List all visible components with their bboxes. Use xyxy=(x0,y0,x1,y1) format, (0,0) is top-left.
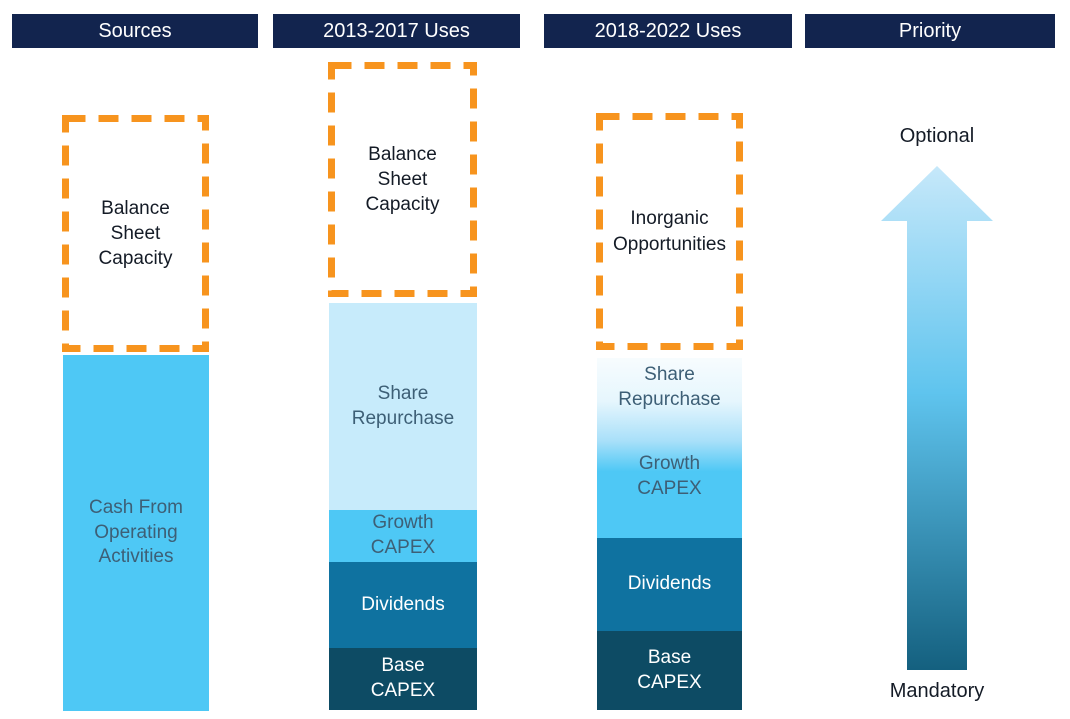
sources-cash-from-operating-label: Cash From Operating Activities xyxy=(89,496,183,568)
uses2018-inorganic-opportunities-box: Inorganic Opportunities xyxy=(596,113,743,350)
uses2018-share-repurchase-fade-segment: Share Repurchase Growth CAPEX xyxy=(597,358,742,538)
priority-up-arrow-icon xyxy=(881,166,993,670)
dashed-border xyxy=(596,113,743,350)
header-2018-2022-uses: 2018-2022 Uses xyxy=(544,14,792,48)
uses2013-base-capex-label: Base CAPEX xyxy=(370,655,436,701)
dashed-border xyxy=(328,62,477,297)
uses2013-dividends-label: Dividends xyxy=(361,593,445,615)
uses2018-growth-capex-label: Growth CAPEX xyxy=(637,453,702,499)
sources-balance-sheet-capacity-label: Balance Sheet Capacity xyxy=(98,197,173,270)
uses2013-balance-sheet-capacity-box: Balance Sheet Capacity xyxy=(328,62,477,297)
sources-balance-sheet-capacity-box: Balance Sheet Capacity xyxy=(62,115,209,352)
header-sources: Sources xyxy=(12,14,258,48)
uses2013-base-capex-segment: Base CAPEX xyxy=(329,648,477,710)
uses2018-base-capex-segment: Base CAPEX xyxy=(597,631,742,710)
priority-optional-label: Optional xyxy=(899,125,975,147)
uses2018-base-capex-label: Base CAPEX xyxy=(637,646,702,693)
uses2013-growth-capex-label: Growth CAPEX xyxy=(370,512,436,558)
header-2013-2017-uses: 2013-2017 Uses xyxy=(273,14,520,48)
uses2013-dividends-segment: Dividends xyxy=(329,562,477,648)
dashed-border xyxy=(62,115,209,352)
priority-mandatory-label: Mandatory xyxy=(889,680,985,702)
uses2013-share-repurchase-label: Share Repurchase xyxy=(351,382,455,429)
uses2018-share-repurchase-label: Share Repurchase xyxy=(618,364,721,410)
sources-cash-from-operating-segment: Cash From Operating Activities xyxy=(63,355,209,711)
uses2018-inorganic-opportunities-label: Inorganic Opportunities xyxy=(612,208,726,255)
uses2018-dividends-label: Dividends xyxy=(627,573,712,595)
header-priority: Priority xyxy=(805,14,1055,48)
uses2018-dividends-segment: Dividends xyxy=(597,538,742,631)
uses2013-share-repurchase-segment: Share Repurchase xyxy=(329,303,477,510)
uses2013-growth-capex-segment: Growth CAPEX xyxy=(329,510,477,562)
uses2013-balance-sheet-capacity-label: Balance Sheet Capacity xyxy=(365,143,440,216)
